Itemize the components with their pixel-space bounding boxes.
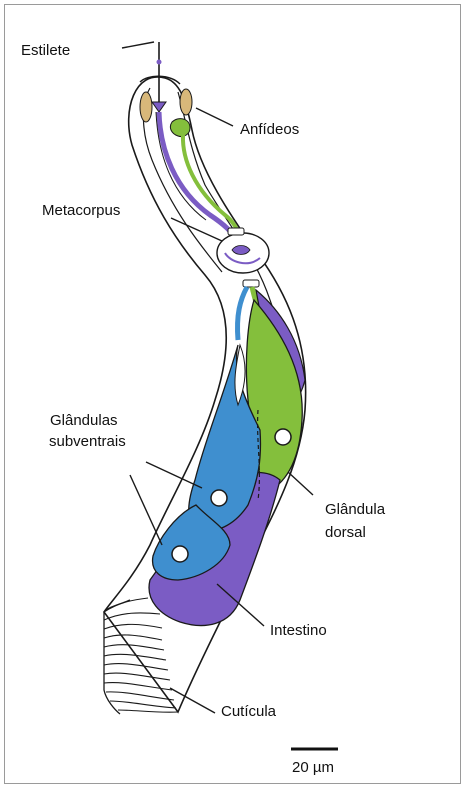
subventral-nucleus-2	[172, 546, 188, 562]
anterior-green-gland	[170, 119, 190, 137]
label-stylet: Estilete	[21, 42, 70, 59]
label-dorsal-gland-1: Glândula	[325, 501, 386, 518]
subventral-nucleus-1	[211, 490, 227, 506]
label-subventral-glands-2: subventrais	[49, 433, 126, 450]
label-metacorpus: Metacorpus	[42, 202, 120, 219]
label-intestine: Intestino	[270, 622, 327, 639]
amphid-right	[180, 89, 192, 115]
metacorpus-valve	[232, 246, 250, 255]
label-dorsal-gland-2: dorsal	[325, 524, 366, 541]
stylet-tip	[157, 60, 162, 65]
scale-bar-label: 20 µm	[292, 759, 334, 776]
dorsal-gland-nucleus	[275, 429, 291, 445]
label-subventral-glands-1: Glândulas	[50, 412, 118, 429]
metacorpus-band-bottom	[243, 280, 259, 287]
label-cuticle: Cutícula	[221, 703, 277, 720]
amphid-left	[140, 92, 152, 122]
metacorpus-band-top	[228, 228, 244, 235]
label-amphids: Anfídeos	[240, 121, 299, 138]
